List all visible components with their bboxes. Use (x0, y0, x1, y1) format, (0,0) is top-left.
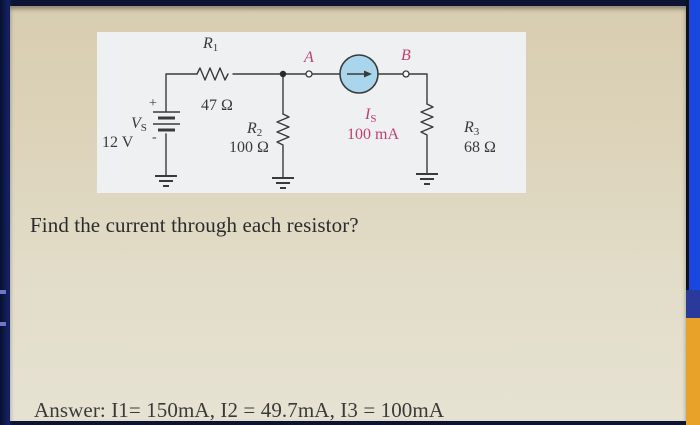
terminal-b-icon (402, 70, 410, 78)
ground-icon-r2 (272, 177, 294, 189)
ground-icon-r3 (416, 173, 438, 185)
is-value: 100 mA (347, 126, 399, 143)
r2-value: 100 Ω (229, 139, 269, 156)
current-source-icon (339, 54, 379, 94)
r3-value: 68 Ω (464, 139, 496, 156)
r3-label: R3 (464, 119, 480, 139)
r1-value: 47 Ω (201, 97, 233, 114)
ground-icon-vs (155, 175, 177, 187)
monitor-bezel-right (686, 0, 700, 425)
monitor-bezel-left (0, 0, 12, 425)
circuit-schematic (153, 54, 438, 189)
bezel-glint (0, 290, 6, 294)
bezel-edge (686, 0, 689, 425)
vs-plus: + (149, 96, 157, 111)
vs-label: VS (131, 115, 147, 135)
node-a-label: A (304, 49, 314, 66)
bezel-band (686, 290, 700, 318)
circuit-diagram: R1 47 Ω VS 12 V + - R2 100 Ω A B IS 100 … (97, 32, 526, 193)
bezel-band-orange (686, 318, 700, 425)
resistor-r2-zigzag (276, 113, 290, 179)
node-b-label: B (401, 47, 411, 64)
is-label: IS (365, 106, 377, 126)
answer-text: Answer: I1= 150mA, I2 = 49.7mA, I3 = 100… (34, 398, 445, 422)
terminal-a-icon (305, 70, 313, 78)
battery-icon (153, 111, 180, 132)
r1-label: R1 (203, 35, 219, 55)
wire-vs-r1 (165, 73, 198, 113)
bezel-glint (0, 322, 6, 326)
screen: R1 47 Ω VS 12 V + - R2 100 Ω A B IS 100 … (10, 6, 686, 422)
r2-label: R2 (247, 120, 263, 140)
vs-value: 12 V (102, 134, 134, 151)
resistor-r1-zigzag (196, 67, 229, 81)
resistor-r3-zigzag (420, 103, 434, 175)
junction-dot (279, 70, 287, 78)
arrow-right-icon (364, 70, 372, 78)
question-text: Find the current through each resistor? (30, 213, 359, 237)
vs-minus: - (152, 130, 157, 145)
wire-b-r3 (408, 73, 428, 105)
